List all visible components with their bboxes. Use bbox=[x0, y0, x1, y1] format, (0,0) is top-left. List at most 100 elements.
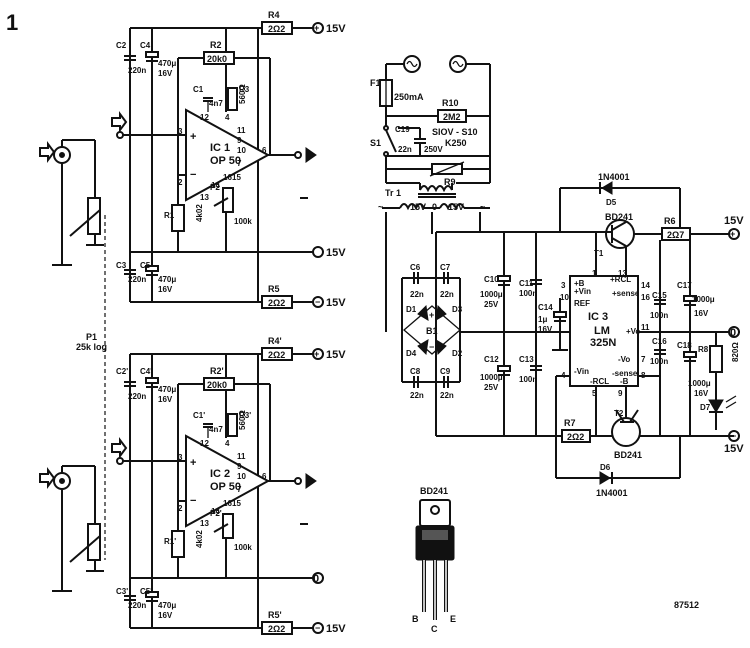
svg-text:B: B bbox=[412, 614, 419, 624]
svg-text:IC 2: IC 2 bbox=[210, 468, 230, 480]
svg-text:16V: 16V bbox=[694, 389, 709, 398]
svg-text:C: C bbox=[431, 624, 438, 634]
svg-text:-Vin: -Vin bbox=[574, 367, 589, 376]
svg-text:-Vo: -Vo bbox=[618, 355, 630, 364]
svg-text:470μ: 470μ bbox=[158, 275, 176, 284]
svg-text:-B: -B bbox=[620, 377, 629, 386]
svg-text:4: 4 bbox=[225, 439, 230, 448]
svg-text:12: 12 bbox=[200, 439, 209, 448]
d7-led bbox=[708, 399, 724, 413]
svg-text:T2: T2 bbox=[614, 409, 624, 418]
svg-text:20k0: 20k0 bbox=[207, 380, 227, 390]
svg-text:−: − bbox=[190, 495, 196, 507]
svg-text:1000μ: 1000μ bbox=[692, 295, 715, 304]
d6-diode bbox=[599, 471, 611, 485]
svg-text:2Ω2: 2Ω2 bbox=[268, 298, 285, 308]
svg-text:C2': C2' bbox=[116, 367, 128, 376]
svg-text:470μ: 470μ bbox=[158, 601, 176, 610]
svg-text:P2: P2 bbox=[210, 183, 220, 192]
svg-text:15V: 15V bbox=[326, 349, 346, 361]
svg-text:R2: R2 bbox=[210, 40, 222, 50]
svg-text:SIOV - S10: SIOV - S10 bbox=[432, 127, 478, 137]
svg-text:9: 9 bbox=[237, 136, 242, 145]
ground-terminal bbox=[312, 246, 324, 258]
svg-text:+: + bbox=[190, 457, 196, 469]
svg-text:-RCL: -RCL bbox=[590, 377, 609, 386]
figure-code: 87512 bbox=[674, 600, 699, 610]
svg-text:1: 1 bbox=[592, 269, 597, 278]
svg-text:~: ~ bbox=[378, 202, 383, 212]
svg-text:C7: C7 bbox=[440, 263, 451, 272]
svg-text:C12: C12 bbox=[484, 355, 499, 364]
svg-text:22n: 22n bbox=[398, 145, 412, 154]
svg-text:14: 14 bbox=[211, 181, 220, 190]
svg-text:15V: 15V bbox=[724, 215, 744, 227]
svg-text:325N: 325N bbox=[590, 337, 616, 349]
svg-text:1000μ: 1000μ bbox=[480, 290, 503, 299]
svg-text:22n: 22n bbox=[410, 290, 424, 299]
svg-text:C15: C15 bbox=[652, 291, 667, 300]
svg-text:560Ω: 560Ω bbox=[238, 84, 247, 104]
svg-text:15V: 15V bbox=[410, 202, 426, 212]
svg-text:9: 9 bbox=[237, 462, 242, 471]
svg-text:16V: 16V bbox=[158, 395, 173, 404]
svg-text:C11: C11 bbox=[519, 279, 534, 288]
ic2-opamp bbox=[185, 434, 271, 528]
r10-resistor bbox=[437, 109, 467, 123]
svg-text:100n: 100n bbox=[650, 311, 668, 320]
p1-label: P1 bbox=[86, 332, 97, 342]
svg-text:2Ω2: 2Ω2 bbox=[268, 350, 285, 360]
svg-text:E: E bbox=[450, 614, 456, 624]
svg-text:D3: D3 bbox=[452, 305, 463, 314]
svg-text:C13: C13 bbox=[519, 355, 534, 364]
svg-text:T1: T1 bbox=[594, 249, 604, 258]
svg-text:R3: R3 bbox=[239, 85, 250, 94]
svg-text:16V: 16V bbox=[158, 285, 173, 294]
svg-text:15V: 15V bbox=[326, 23, 346, 35]
svg-text:22n: 22n bbox=[440, 391, 454, 400]
r3-resistor bbox=[227, 87, 238, 111]
svg-text:820Ω: 820Ω bbox=[731, 342, 740, 362]
svg-text:13: 13 bbox=[618, 269, 627, 278]
svg-text:C6: C6 bbox=[410, 263, 421, 272]
svg-text:-sense: -sense bbox=[612, 369, 638, 378]
svg-text:C14: C14 bbox=[538, 303, 553, 312]
svg-text:+Vin: +Vin bbox=[574, 287, 591, 296]
svg-text:K250: K250 bbox=[445, 138, 467, 148]
svg-text:13: 13 bbox=[200, 193, 209, 202]
svg-text:16V: 16V bbox=[538, 325, 553, 334]
svg-text:C9: C9 bbox=[440, 367, 451, 376]
svg-text:+: + bbox=[730, 229, 735, 239]
svg-text:2Ω7: 2Ω7 bbox=[667, 230, 684, 240]
svg-text:16V: 16V bbox=[158, 611, 173, 620]
svg-text:D4: D4 bbox=[406, 349, 417, 358]
tr1-secondary-2 bbox=[439, 203, 465, 211]
svg-text:R8: R8 bbox=[698, 345, 709, 354]
svg-text:100n: 100n bbox=[650, 357, 668, 366]
tr1-primary bbox=[419, 185, 453, 193]
svg-text:250V: 250V bbox=[424, 145, 443, 154]
svg-text:10: 10 bbox=[560, 293, 569, 302]
svg-text:11: 11 bbox=[237, 126, 246, 135]
svg-text:REF: REF bbox=[574, 299, 590, 308]
svg-text:IC 1: IC 1 bbox=[210, 142, 230, 154]
svg-text:15: 15 bbox=[232, 499, 241, 508]
p1-value: 25k log bbox=[76, 342, 107, 352]
svg-text:OP 50: OP 50 bbox=[210, 155, 241, 167]
svg-text:BD241: BD241 bbox=[614, 450, 642, 460]
svg-text:16: 16 bbox=[223, 173, 232, 182]
svg-text:+sense: +sense bbox=[612, 289, 640, 298]
svg-text:220n: 220n bbox=[128, 601, 146, 610]
t1-transistor bbox=[605, 219, 635, 249]
svg-text:R9: R9 bbox=[444, 177, 456, 187]
svg-text:C2: C2 bbox=[116, 41, 127, 50]
svg-text:R5': R5' bbox=[268, 610, 282, 620]
svg-text:10: 10 bbox=[237, 472, 246, 481]
svg-text:LM: LM bbox=[594, 325, 610, 337]
svg-text:14: 14 bbox=[211, 507, 220, 516]
svg-text:220n: 220n bbox=[128, 275, 146, 284]
svg-text:16: 16 bbox=[641, 293, 650, 302]
svg-text:2: 2 bbox=[178, 178, 183, 187]
svg-text:+: + bbox=[190, 131, 196, 143]
svg-text:0: 0 bbox=[432, 202, 437, 212]
